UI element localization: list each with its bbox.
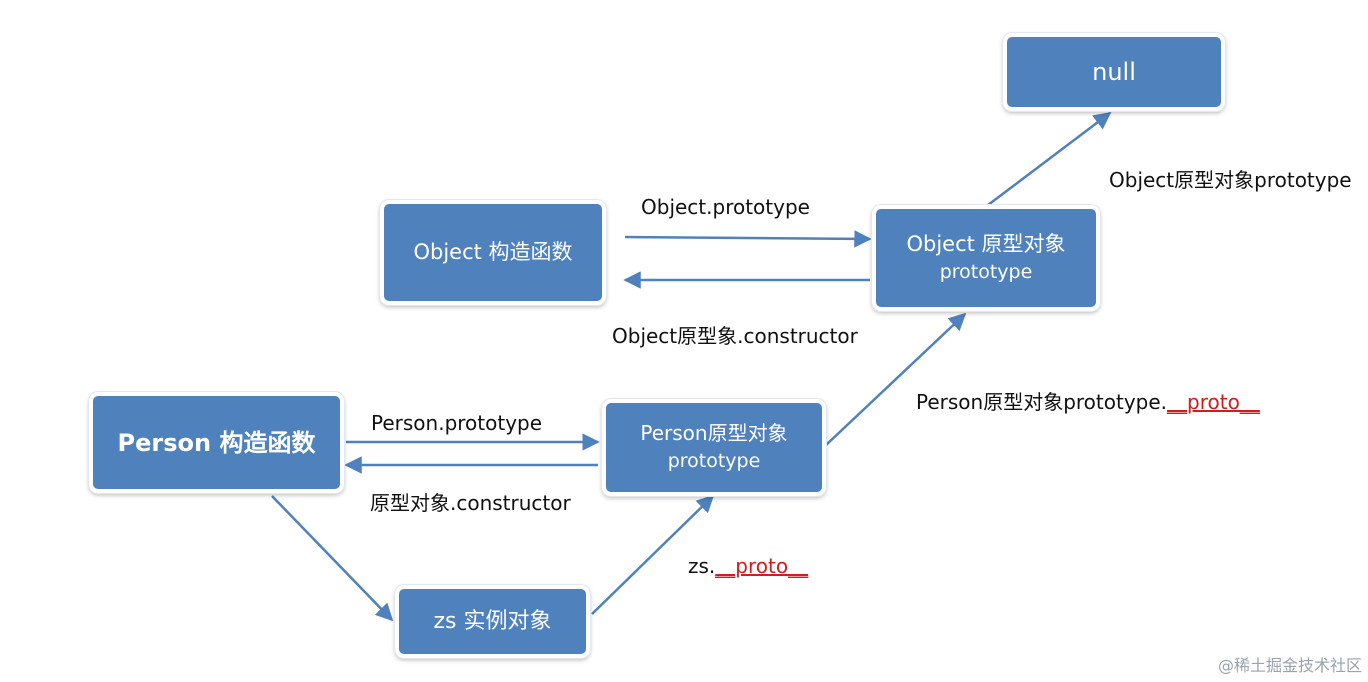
arrow-object-prototype-to-null <box>987 111 1112 206</box>
arrow-zs-to-person-prototype <box>591 494 715 615</box>
label-zs-proto-prefix: zs. <box>688 554 716 578</box>
label-person-proto-to-object: Person原型对象prototype.__proto__ <box>916 386 1260 415</box>
label-person-proto-to-object-suffix: __proto__ <box>1167 390 1260 414</box>
null-box-label: null <box>1092 58 1136 86</box>
object-prototype-box: Object 原型对象 prototype <box>872 205 1100 311</box>
arrow-person-prototype-to-object-prototype <box>825 312 967 446</box>
person-prototype-box: Person原型对象 prototype <box>602 399 826 496</box>
person-prototype-label-line1: Person原型对象 <box>640 421 788 446</box>
person-prototype-label-line2: prototype <box>667 450 761 473</box>
label-object-proto-to-null-prefix: Object原型对象prototype <box>1109 168 1352 192</box>
object-prototype-label-line1: Object 原型对象 <box>906 232 1066 256</box>
person-constructor-box: Person 构造函数 <box>89 392 344 493</box>
label-person-prototype-link: Person.prototype <box>371 411 543 435</box>
label-zs-proto: zs.__proto__ <box>688 554 808 578</box>
zs-instance-box: zs 实例对象 <box>395 585 590 658</box>
label-person-proto-to-object-prefix: Person原型对象prototype. <box>916 390 1168 414</box>
object-prototype-label-line2: prototype <box>939 261 1033 284</box>
arrow-person-constructor-to-zs <box>271 495 394 622</box>
person-constructor-label: Person 构造函数 <box>117 428 316 457</box>
arrow-object-constructor-to-prototype <box>624 230 872 248</box>
label-object-prototype-link: Object.prototype <box>641 195 810 219</box>
label-object-proto-to-null: Object原型对象prototype <box>1109 164 1352 193</box>
object-constructor-box: Object 构造函数 <box>380 200 606 305</box>
watermark: @稀土掘金技术社区 <box>1217 656 1362 675</box>
label-person-constructor-link: 原型对象.constructor <box>370 491 571 515</box>
label-object-constructor-link: Object原型象.constructor <box>612 324 858 348</box>
object-constructor-label: Object 构造函数 <box>413 240 573 265</box>
null-box: null <box>1003 33 1225 111</box>
zs-instance-label: zs 实例对象 <box>433 608 552 634</box>
label-zs-proto-suffix: __proto__ <box>715 554 809 578</box>
